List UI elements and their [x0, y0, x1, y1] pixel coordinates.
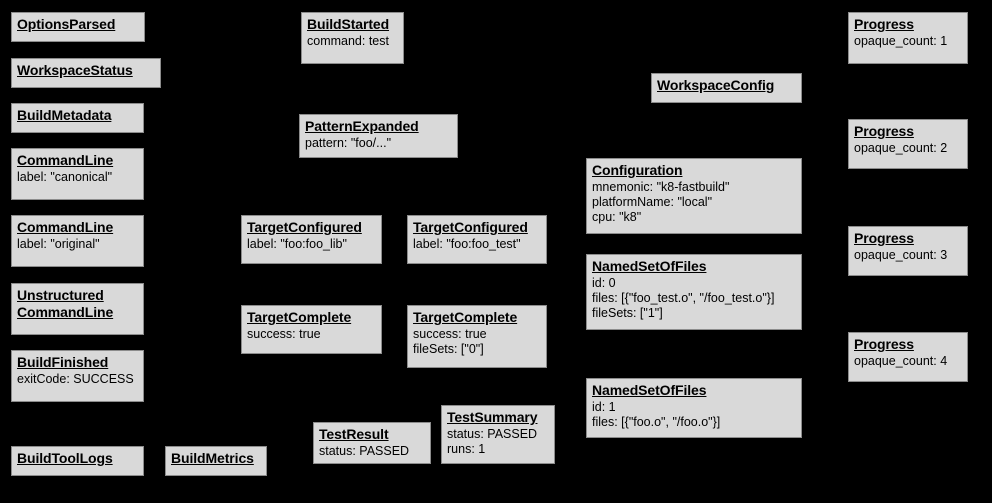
node-properties: opaque_count: 2 — [854, 141, 948, 155]
node-title: OptionsParsed — [17, 16, 139, 33]
node-title: Progress — [854, 16, 962, 33]
node-title: TestResult — [319, 426, 425, 443]
node-title-text: Progress — [854, 16, 914, 32]
node-title: TestSummary — [447, 409, 549, 426]
node-title: TargetComplete — [247, 309, 376, 326]
node-build-started[interactable]: BuildStarted command: test — [301, 12, 404, 64]
node-named-set-of-files-1[interactable]: NamedSetOfFiles id: 1 files: [{"foo.o", "… — [586, 378, 802, 438]
node-title: CommandLine — [17, 219, 138, 236]
node-properties: command: test — [307, 34, 389, 48]
node-title-text: TestResult — [319, 426, 389, 442]
node-options-parsed[interactable]: OptionsParsed — [11, 12, 145, 42]
node-progress-3[interactable]: Progress opaque_count: 3 — [848, 226, 968, 276]
node-title-text: WorkspaceConfig — [657, 77, 775, 93]
node-properties: opaque_count: 3 — [854, 248, 948, 262]
node-build-metrics[interactable]: BuildMetrics — [165, 446, 267, 476]
node-title: Progress — [854, 123, 962, 140]
node-properties: opaque_count: 4 — [854, 354, 948, 368]
node-title: BuildFinished — [17, 354, 138, 371]
node-title: BuildMetadata — [17, 107, 138, 124]
node-progress-1[interactable]: Progress opaque_count: 1 — [848, 12, 968, 64]
node-configuration[interactable]: Configuration mnemonic: "k8-fastbuild" pl… — [586, 158, 802, 234]
node-progress-2[interactable]: Progress opaque_count: 2 — [848, 119, 968, 169]
node-title-text: TargetConfigured — [413, 219, 528, 235]
node-title-text: NamedSetOfFiles — [592, 382, 707, 398]
node-properties: opaque_count: 1 — [854, 34, 948, 48]
node-title: Progress — [854, 336, 962, 353]
node-properties: pattern: "foo/..." — [305, 136, 392, 150]
node-build-finished[interactable]: BuildFinished exitCode: SUCCESS — [11, 350, 144, 402]
node-title-text: NamedSetOfFiles — [592, 258, 707, 274]
node-title: TargetConfigured — [413, 219, 541, 236]
node-title-text: CommandLine — [17, 152, 114, 168]
node-title-text: BuildToolLogs — [17, 450, 113, 466]
node-title: NamedSetOfFiles — [592, 382, 796, 399]
node-title: NamedSetOfFiles — [592, 258, 796, 275]
node-progress-4[interactable]: Progress opaque_count: 4 — [848, 332, 968, 382]
node-title-text: Unstructured CommandLine — [17, 287, 114, 320]
node-title-text: Progress — [854, 230, 914, 246]
node-properties: success: true fileSets: ["0"] — [413, 327, 487, 356]
node-build-tool-logs[interactable]: BuildToolLogs — [11, 446, 144, 476]
node-properties: success: true — [247, 327, 321, 341]
node-test-result[interactable]: TestResult status: PASSED — [313, 422, 431, 464]
node-title: PatternExpanded — [305, 118, 452, 135]
node-properties: label: "foo:foo_lib" — [247, 237, 347, 251]
node-named-set-of-files-0[interactable]: NamedSetOfFiles id: 0 files: [{"foo_test.… — [586, 254, 802, 330]
node-title: CommandLine — [17, 152, 138, 169]
node-title: TargetConfigured — [247, 219, 376, 236]
node-properties: label: "foo:foo_test" — [413, 237, 521, 251]
node-properties: exitCode: SUCCESS — [17, 372, 134, 386]
node-title: WorkspaceConfig — [657, 77, 796, 94]
node-title: BuildStarted — [307, 16, 398, 33]
node-title-text: PatternExpanded — [305, 118, 419, 134]
node-title-text: TargetComplete — [247, 309, 352, 325]
node-title-text: TestSummary — [447, 409, 538, 425]
node-command-line-original[interactable]: CommandLine label: "original" — [11, 215, 144, 267]
node-workspace-status[interactable]: WorkspaceStatus — [11, 58, 161, 88]
node-title-text: TargetComplete — [413, 309, 518, 325]
node-title-text: WorkspaceStatus — [17, 62, 133, 78]
node-target-complete-lib[interactable]: TargetComplete success: true — [241, 305, 382, 354]
node-title-text: Progress — [854, 336, 914, 352]
node-title-text: TargetConfigured — [247, 219, 362, 235]
node-unstructured-command-line[interactable]: Unstructured CommandLine — [11, 283, 144, 335]
node-workspace-config[interactable]: WorkspaceConfig — [651, 73, 802, 103]
node-command-line-canonical[interactable]: CommandLine label: "canonical" — [11, 148, 144, 200]
node-title: TargetComplete — [413, 309, 541, 326]
node-title-text: BuildStarted — [307, 16, 390, 32]
node-title: Progress — [854, 230, 962, 247]
node-pattern-expanded[interactable]: PatternExpanded pattern: "foo/..." — [299, 114, 458, 158]
node-title-text: BuildFinished — [17, 354, 109, 370]
node-title: BuildToolLogs — [17, 450, 138, 467]
node-title: BuildMetrics — [171, 450, 261, 467]
node-title-text: BuildMetadata — [17, 107, 112, 123]
node-properties: id: 0 files: [{"foo_test.o", "/foo_test.… — [592, 276, 775, 320]
node-test-summary[interactable]: TestSummary status: PASSED runs: 1 — [441, 405, 555, 464]
node-title-text: CommandLine — [17, 219, 114, 235]
node-build-metadata[interactable]: BuildMetadata — [11, 103, 144, 133]
node-properties: mnemonic: "k8-fastbuild" platformName: "… — [592, 180, 730, 224]
node-properties: label: "original" — [17, 237, 100, 251]
node-properties: id: 1 files: [{"foo.o", "/foo.o"}] — [592, 400, 721, 429]
node-title-text: Configuration — [592, 162, 683, 178]
node-title-text: BuildMetrics — [171, 450, 254, 466]
node-title: WorkspaceStatus — [17, 62, 155, 79]
node-properties: status: PASSED — [319, 444, 410, 458]
node-title-text: Progress — [854, 123, 914, 139]
node-properties: status: PASSED runs: 1 — [447, 427, 538, 456]
node-properties: label: "canonical" — [17, 170, 113, 184]
node-title: Configuration — [592, 162, 796, 179]
node-target-configured-lib[interactable]: TargetConfigured label: "foo:foo_lib" — [241, 215, 382, 264]
node-title-text: OptionsParsed — [17, 16, 116, 32]
node-target-configured-test[interactable]: TargetConfigured label: "foo:foo_test" — [407, 215, 547, 264]
node-title: Unstructured CommandLine — [17, 287, 138, 321]
node-target-complete-test[interactable]: TargetComplete success: true fileSets: ["… — [407, 305, 547, 368]
